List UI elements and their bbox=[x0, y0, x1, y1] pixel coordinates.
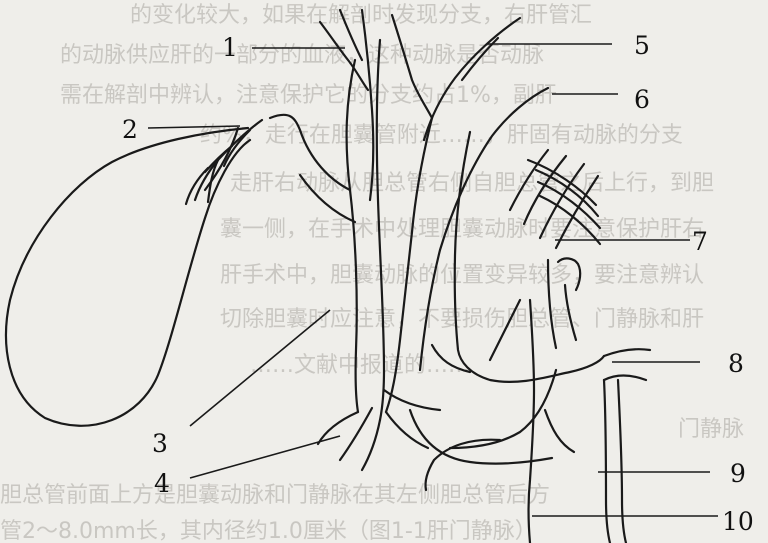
bg-text-line: 肝手术中，胆囊动脉的位置变异较多，要注意辨认 bbox=[220, 263, 704, 288]
pancreatic-vessel bbox=[604, 349, 650, 356]
bg-text-line: 门静脉 bbox=[678, 417, 744, 442]
bg-text-line: 胆总管前面上方是胆囊动脉和门静脉在其左侧胆总管后方 bbox=[0, 483, 550, 508]
pancreatic-vessel bbox=[604, 376, 646, 381]
background-text: 的变化较大，如果在解剖时发现分支，右肝管汇 的动脉供应肝的一部分的血液，这种动脉… bbox=[0, 3, 744, 543]
label-1: 1 bbox=[222, 33, 238, 62]
bg-text-line: 的变化较大，如果在解剖时发现分支，右肝管汇 bbox=[130, 3, 592, 28]
bg-text-line: 切除胆囊时应注意，不要损伤胆总管、门静脉和肝 bbox=[220, 307, 704, 332]
bile-duct-lower bbox=[340, 408, 372, 460]
bile-duct-lower bbox=[362, 420, 380, 470]
label-3: 3 bbox=[152, 429, 168, 458]
cystic-artery-branch bbox=[186, 168, 208, 204]
label-10: 10 bbox=[722, 507, 754, 536]
bg-text-line: 走肝右动脉从胆总管右侧自胆总管之后上行，到胆 bbox=[230, 171, 714, 196]
bg-text-line: ……文献中报道的…… bbox=[250, 353, 470, 378]
bile-duct-lower bbox=[318, 412, 358, 444]
label-4: 4 bbox=[154, 469, 170, 498]
left-hepatic-artery bbox=[424, 18, 520, 140]
splenic-vessel bbox=[545, 410, 574, 452]
portal-vein-right-wall bbox=[455, 132, 604, 382]
label-7: 7 bbox=[692, 227, 708, 256]
bg-text-line: 囊一侧，在手术中处理胆囊动脉时要注意保护肝右 bbox=[220, 217, 704, 242]
label-5: 5 bbox=[634, 31, 650, 60]
superior-mesenteric-vein bbox=[618, 380, 626, 543]
bile-duct-lower bbox=[386, 412, 428, 448]
bg-text-line: 约%，走行在胆囊管附近……，肝固有动脉的分支 bbox=[200, 123, 683, 148]
label-9: 9 bbox=[730, 459, 746, 488]
bg-text-line: 的动脉供应肝的一部分的血液，这种动脉是否动脉 bbox=[60, 43, 544, 68]
bg-text-line: 需在解剖中辨认，注意保护它的分支约占1%，副肝 bbox=[60, 83, 557, 108]
label-8: 8 bbox=[728, 349, 744, 378]
leader-line-4 bbox=[190, 436, 340, 478]
label-2: 2 bbox=[122, 115, 138, 144]
bg-text-line: 管2～8.0mm长，其内径约1.0厘米（图1-1肝门静脉） bbox=[0, 519, 537, 543]
label-6: 6 bbox=[634, 85, 650, 114]
superior-mesenteric-vein bbox=[604, 380, 610, 543]
